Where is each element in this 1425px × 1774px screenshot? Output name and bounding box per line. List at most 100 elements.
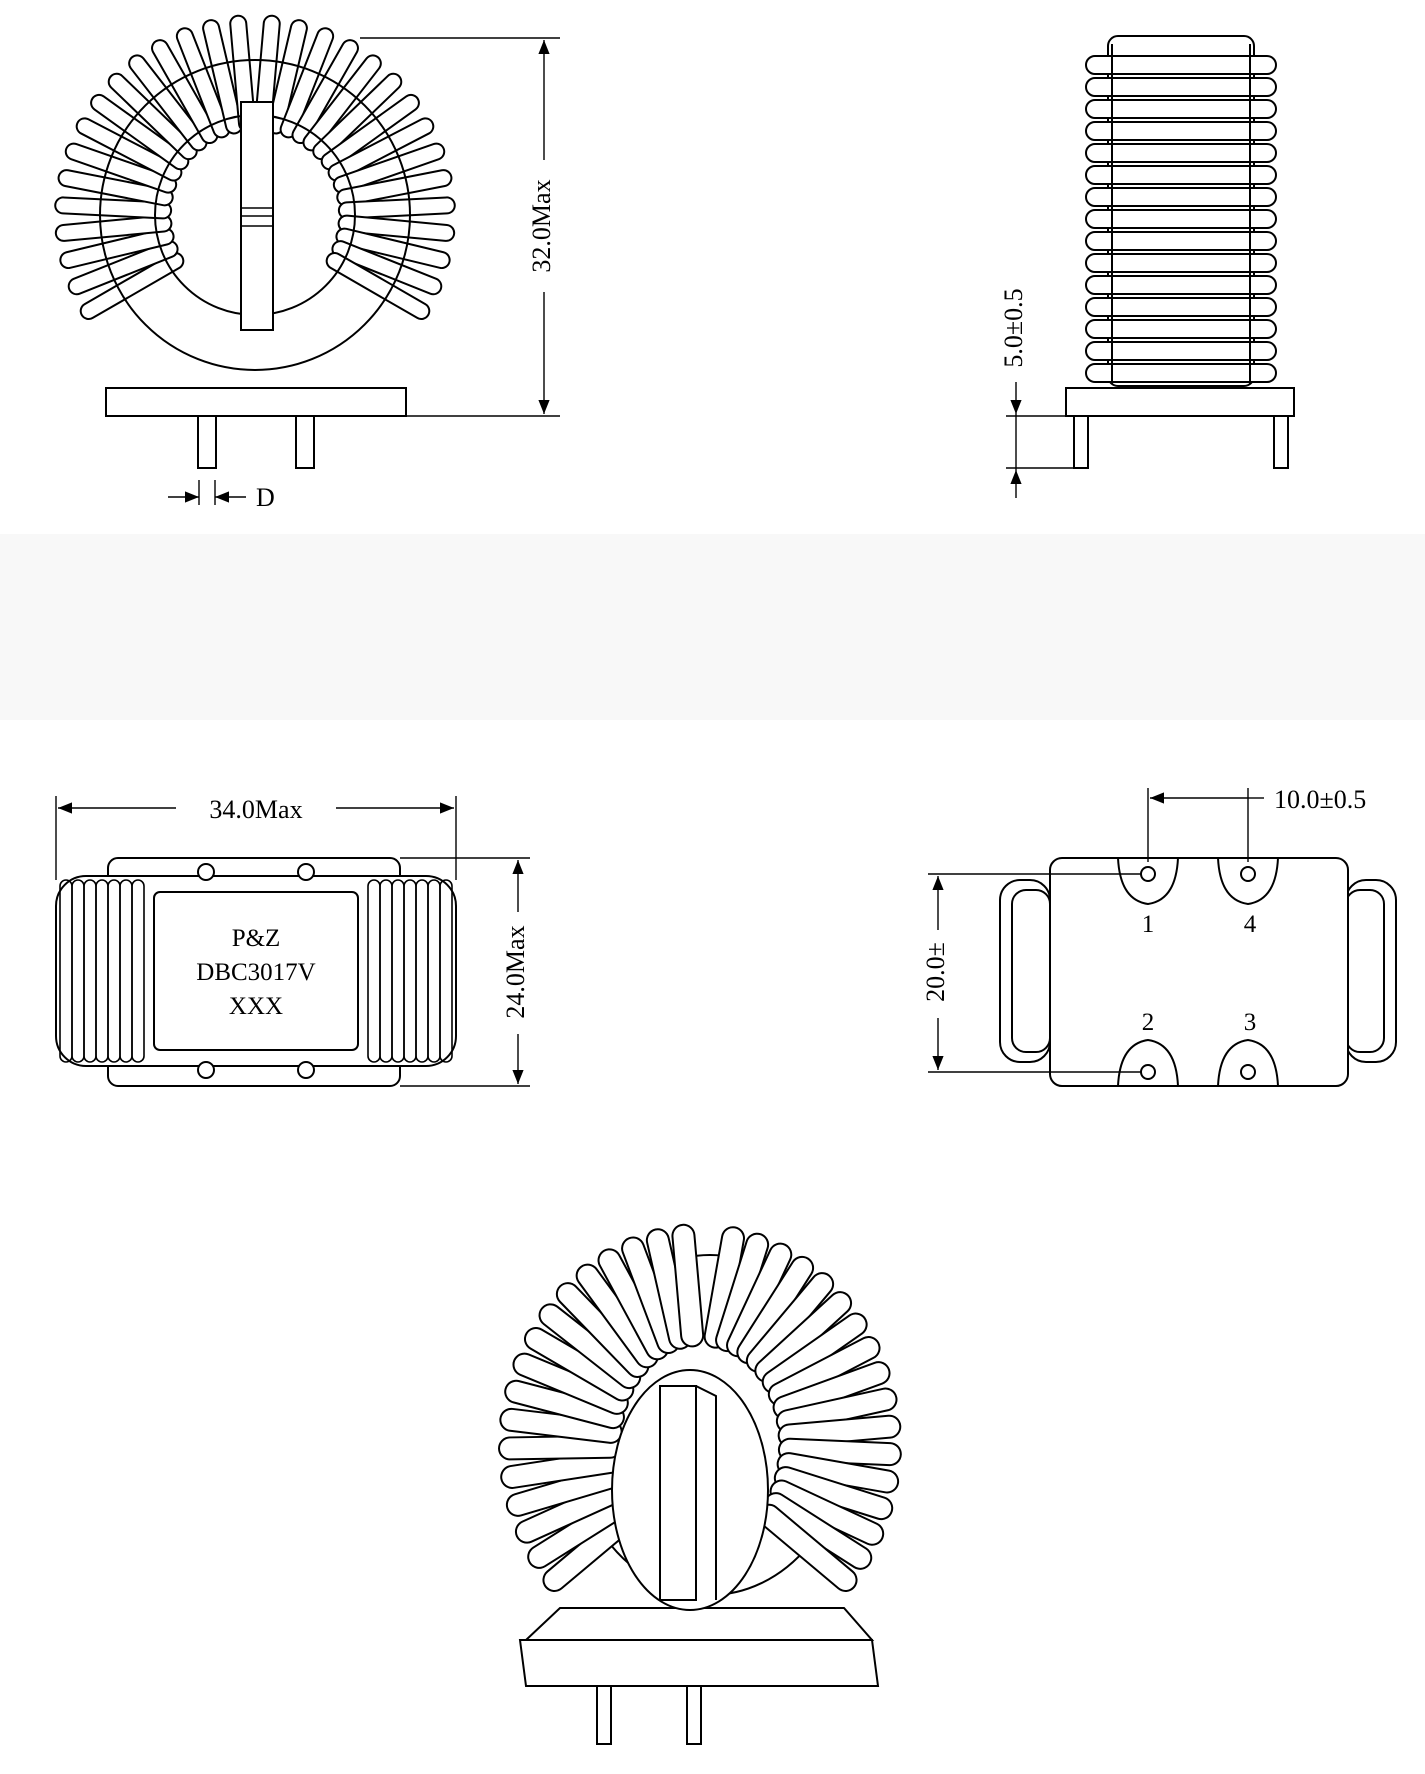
iso-pin-right [686, 1685, 702, 1745]
row-spacing-label: 20.0± [921, 942, 950, 1002]
iso-winding-turn [771, 1481, 883, 1544]
winding-turn [337, 229, 449, 268]
iso-winding-turn [779, 1439, 900, 1465]
side-winding-turn [1085, 275, 1277, 295]
side-winding-turn [1085, 187, 1277, 207]
winding-turn [329, 119, 433, 180]
winding-turn [81, 254, 183, 318]
side-pin-right [1273, 415, 1289, 469]
iso-winding-turn [647, 1230, 691, 1348]
iso-winding-turn [717, 1234, 768, 1351]
side-winding-turn [1085, 297, 1277, 317]
iso-windings [498, 1223, 902, 1596]
iso-base-top [523, 1607, 875, 1641]
winding-turn [130, 56, 206, 150]
top-windings [59, 879, 453, 1063]
winding-turn [333, 242, 441, 294]
side-winding-turn [1085, 77, 1277, 97]
toroid-outer-edge [99, 59, 411, 371]
winding-turn [59, 171, 172, 205]
side-winding-turn [1085, 143, 1277, 163]
iso-winding-turn [777, 1389, 896, 1432]
iso-winding-turn [673, 1225, 703, 1346]
winding-turn [69, 242, 177, 294]
iso-winding-turn [738, 1257, 813, 1363]
winding-turn [327, 254, 429, 318]
winding-turn [334, 144, 444, 192]
pin-label-1: 1 [1142, 911, 1155, 938]
marking-line-3: XXX [229, 993, 283, 1020]
width-dimension-label: 34.0Max [209, 795, 302, 824]
winding-turn [153, 41, 217, 143]
top-winding-turn [131, 879, 145, 1063]
iso-divider [659, 1385, 697, 1601]
winding-turn [269, 21, 306, 133]
iso-winding-turn [525, 1329, 633, 1400]
front-windings [54, 14, 456, 320]
iso-winding-turn [506, 1381, 623, 1428]
iso-winding-turn [765, 1494, 871, 1568]
side-winding-turn [1085, 165, 1277, 185]
side-winding-turn [1085, 55, 1277, 75]
marking-line-1: P&Z [232, 925, 281, 952]
pad-2 [1117, 1038, 1179, 1087]
pin-hole-3 [1240, 1064, 1256, 1080]
iso-winding-turn [747, 1274, 833, 1371]
iso-winding-turn [705, 1228, 743, 1347]
side-winding-turn [1085, 319, 1277, 339]
winding-turn [56, 198, 171, 218]
winding-turn [314, 74, 401, 159]
side-winding-turn [1085, 99, 1277, 119]
winding-turn [56, 216, 171, 240]
bottom-base [1049, 857, 1349, 1087]
iso-winding-turn [577, 1265, 657, 1367]
depth-dimension-label: 24.0Max [501, 925, 530, 1018]
side-view: 5.0±0.5 [999, 35, 1295, 498]
top-winding-turn [439, 879, 453, 1063]
marking-line-2: DBC3017V [196, 959, 315, 986]
side-winding-turn [1085, 363, 1277, 383]
winding-turn [293, 41, 357, 143]
side-windings [1085, 44, 1277, 384]
bottom-winding-right [1345, 879, 1397, 1063]
side-winding-turn [1085, 231, 1277, 251]
iso-winding-turn [599, 1250, 668, 1359]
side-winding-turn [1085, 253, 1277, 273]
iso-winding-turn [774, 1363, 889, 1418]
winding-turn [322, 95, 418, 169]
winding-turn [281, 29, 333, 137]
separator-band [0, 534, 1425, 720]
winding-turn [92, 95, 188, 169]
pin-pitch-label: 10.0±0.5 [1274, 785, 1366, 814]
winding-turn [109, 74, 196, 159]
pad-4 [1217, 857, 1279, 906]
winding-turn [77, 119, 181, 180]
iso-winding-turn [728, 1244, 791, 1356]
winding-turn [61, 229, 173, 268]
side-base [1065, 387, 1295, 417]
bottom-winding-left [999, 879, 1051, 1063]
isometric-view [498, 1223, 902, 1745]
pad-1 [1117, 857, 1179, 906]
side-winding-turn [1085, 341, 1277, 361]
pin-hole-4 [1240, 866, 1256, 882]
winding-turn [339, 216, 454, 240]
iso-winding-turn [500, 1436, 621, 1459]
iso-winding-turn [758, 1505, 856, 1590]
iso-winding-turn [756, 1293, 851, 1381]
iso-winding-turn [514, 1354, 627, 1413]
iso-winding-turn [769, 1338, 879, 1405]
winding-turn [339, 198, 454, 218]
winding-turn [304, 56, 380, 150]
pin-diameter-label: D [256, 483, 275, 512]
winding-turn [338, 171, 451, 205]
top-view: P&Z DBC3017V XXX 34.0Max 24.0Max [55, 795, 530, 1087]
iso-winding-turn [529, 1493, 634, 1567]
iso-base-front [518, 1639, 880, 1687]
iso-winding-turn [507, 1466, 624, 1515]
iso-winding-turn [557, 1284, 648, 1376]
side-winding-turn [1085, 209, 1277, 229]
bottom-view: 1 4 2 3 10.0±0.5 20.0± [921, 785, 1397, 1087]
marking-label-area [153, 891, 359, 1051]
